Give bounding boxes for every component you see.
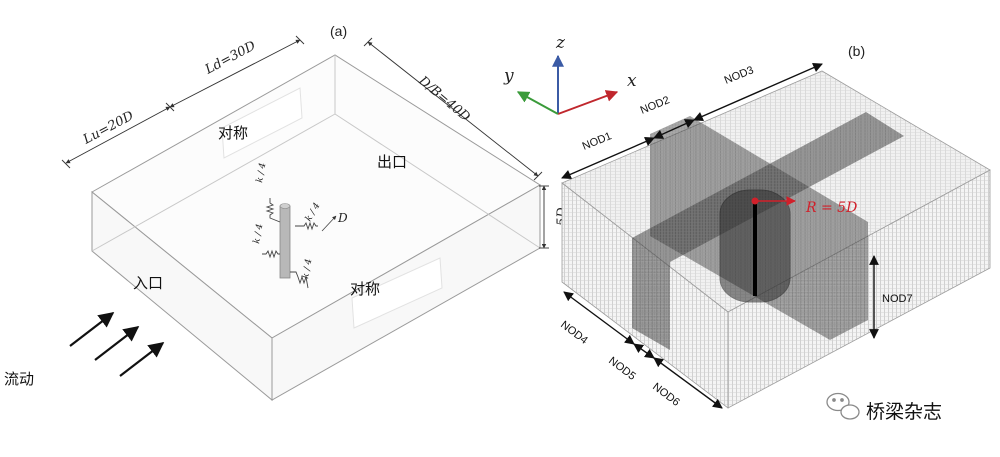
nod1-label: NOD1	[581, 130, 614, 153]
domain-box	[91, 54, 541, 402]
watermark: 桥梁杂志	[826, 392, 942, 423]
axis-y-label: y	[503, 66, 514, 86]
spring-k4-label-4: k / 4	[301, 258, 314, 280]
springs	[262, 198, 318, 289]
axis-x-label: x	[627, 71, 637, 91]
symmetry-plane-bottom	[351, 257, 443, 329]
cylinder	[279, 205, 291, 279]
cylinder-diameter-label: D	[337, 211, 348, 225]
nod2-label: NOD2	[639, 94, 672, 117]
spring-k4-label-3: k / 4	[252, 223, 265, 245]
nod6-label: NOD6	[650, 381, 682, 409]
inlet-label: 入口	[133, 274, 163, 292]
panel-b-label: (b)	[848, 43, 865, 59]
outlet-label: 出口	[377, 153, 407, 171]
nod4-label: NOD4	[558, 319, 590, 347]
spring-k4-label-1: k / 4	[255, 162, 268, 184]
symmetry-bottom-label: 对称	[350, 280, 380, 298]
nod3-label: NOD3	[723, 64, 756, 87]
axis-z-label: z	[555, 33, 566, 53]
radius-label: R = 5D	[805, 200, 857, 216]
panel-b: (b) z x y R = 5D	[503, 33, 991, 409]
flow-label: 流动	[4, 370, 34, 388]
cylinder-model: k / 4 k / 4 k / 4 k / 4 D	[252, 162, 348, 289]
axis-triad: z x y	[503, 33, 637, 115]
nod7-label: NOD7	[882, 293, 913, 305]
panel-a: Ld=30D Lu=20D D/B=40D 5D (a) 对称 出口 入口 对称…	[4, 23, 570, 402]
nod-dimensions	[561, 63, 879, 409]
dimension-lines	[61, 35, 549, 249]
watermark-text: 桥梁杂志	[866, 401, 942, 423]
panel-a-label: (a)	[330, 23, 347, 39]
symmetry-top-label: 对称	[218, 124, 248, 142]
refined-band-x	[632, 112, 904, 350]
nod5-label: NOD5	[606, 355, 638, 383]
dim-lu-label: Lu=20D	[80, 108, 137, 148]
wechat-icon	[826, 392, 860, 420]
flow-arrows	[69, 312, 165, 377]
mesh-domain: R = 5D	[561, 70, 991, 409]
dim-ld-label: Ld=30D	[202, 38, 259, 78]
